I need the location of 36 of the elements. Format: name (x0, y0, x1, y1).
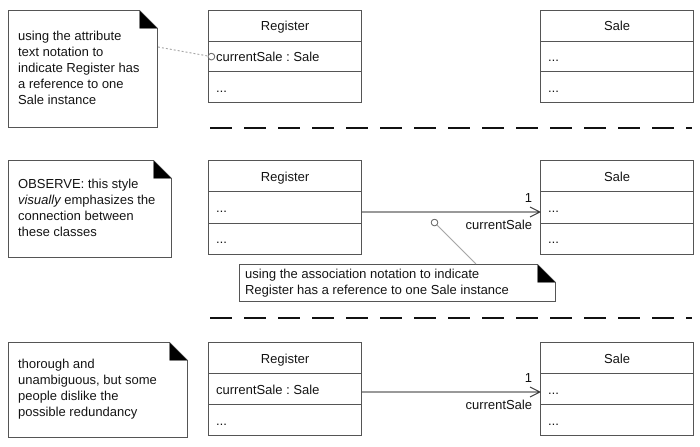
compartment-text: ... (548, 200, 559, 215)
compartment-text: ... (548, 412, 559, 428)
compartment-text: ... (216, 80, 227, 95)
note-box (8, 342, 188, 438)
class-name: Register (260, 168, 310, 184)
compartment-text: currentSale : Sale (216, 382, 320, 396)
class-box (208, 10, 362, 103)
class-box (208, 160, 362, 255)
role-name-label: currentSale (466, 218, 532, 232)
note-text: OBSERVE: this style visually emphasizes the connection between these classes (18, 176, 156, 240)
class-box (540, 342, 694, 436)
class-name: Sale (604, 350, 630, 366)
compartment-text: ... (548, 382, 559, 396)
class-box (540, 10, 694, 103)
compartment-text: ... (548, 80, 559, 95)
compartment-text: ... (216, 412, 227, 428)
compartment-text: ... (548, 231, 559, 246)
compartment-text: ... (548, 49, 559, 64)
note-text: using the attribute text notation to indicate Register has a reference to one Sale instance (18, 28, 140, 108)
class-name: Sale (604, 168, 630, 184)
class-name: Register (260, 18, 310, 34)
multiplicity-label: 1 (524, 371, 532, 385)
class-name: Sale (604, 18, 630, 34)
note-box (8, 10, 158, 128)
role-name-label: currentSale (466, 398, 532, 412)
note-box (8, 160, 172, 258)
class-name: Register (260, 350, 310, 366)
note-text: using the association notation to indicate Register has a reference to one Sale instance (245, 266, 510, 298)
note-box (239, 264, 556, 302)
compartment-text: currentSale : Sale (216, 49, 320, 64)
class-box (208, 342, 362, 436)
compartment-text: ... (216, 200, 227, 215)
class-box (540, 160, 694, 255)
note-text: thorough and unambiguous, but some people dislike the possible redundancy (18, 356, 158, 420)
compartment-text: ... (216, 231, 227, 246)
multiplicity-label: 1 (524, 191, 532, 205)
